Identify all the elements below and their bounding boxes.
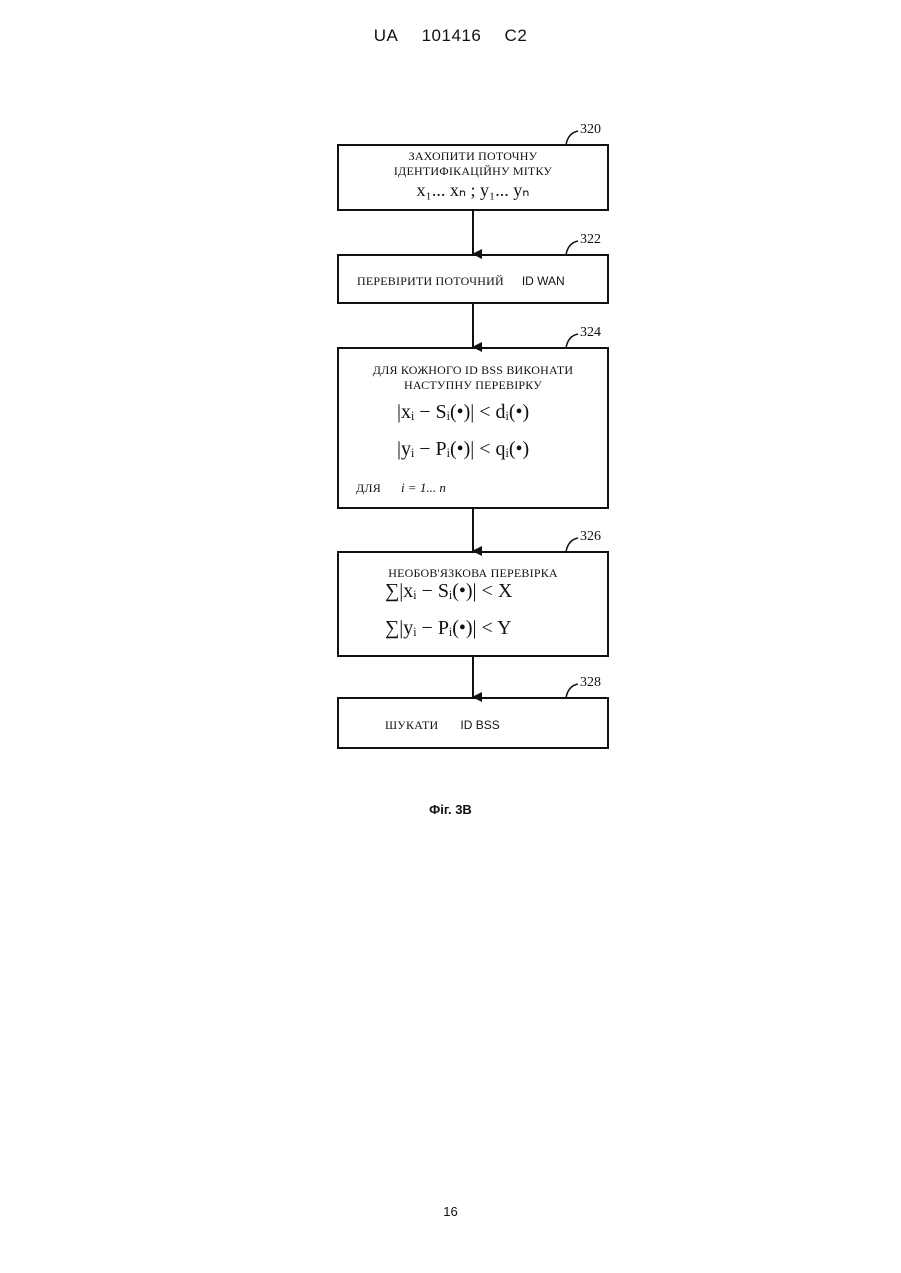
- ref-leader-326: [566, 538, 578, 552]
- step-324-range: i = 1... n: [401, 480, 446, 495]
- step-328-id: ID BSS: [460, 718, 499, 732]
- ref-324: 324: [580, 325, 601, 341]
- step-324-formula1: |xᵢ − Sᵢ(•)| < dᵢ(•): [397, 401, 529, 424]
- page-number: 16: [0, 1204, 901, 1219]
- step-326-formula2: ∑|yᵢ − Pᵢ(•)| < Y: [385, 617, 512, 640]
- step-320-line1: ЗАХОПИТИ ПОТОЧНУ: [338, 149, 608, 164]
- step-322-text: ПЕРЕВІРИТИ ПОТОЧНИЙ: [357, 274, 504, 288]
- ref-leader-324: [566, 334, 578, 348]
- step-324-for-label: ДЛЯ: [356, 481, 381, 495]
- step-324-range-row: ДЛЯ i = 1... n: [356, 479, 446, 497]
- step-324-line2: НАСТУПНУ ПЕРЕВІРКУ: [338, 378, 608, 393]
- step-320-formula: x₁... xₙ ; y₁... yₙ: [338, 180, 608, 201]
- step-328-label: ШУКАТИ ID BSS: [385, 716, 500, 734]
- ref-leader-320: [566, 131, 578, 145]
- step-320-line2: ІДЕНТИФІКАЦІЙНУ МІТКУ: [338, 164, 608, 179]
- step-328-text: ШУКАТИ: [385, 718, 438, 732]
- step-324-line1: ДЛЯ КОЖНОГО ID BSS ВИКОНАТИ: [338, 363, 608, 378]
- step-324-formula2: |yᵢ − Pᵢ(•)| < qᵢ(•): [397, 438, 529, 461]
- step-322-label: ПЕРЕВІРИТИ ПОТОЧНИЙ ID WAN: [357, 272, 565, 290]
- step-326-line1: НЕОБОВ'ЯЗКОВА ПЕРЕВІРКА: [338, 566, 608, 581]
- ref-leader-328: [566, 684, 578, 698]
- ref-322: 322: [580, 232, 601, 248]
- ref-326: 326: [580, 529, 601, 545]
- ref-320: 320: [580, 122, 601, 138]
- ref-leader-322: [566, 241, 578, 255]
- ref-328: 328: [580, 675, 601, 691]
- figure-caption: Фіг. 3B: [0, 802, 901, 817]
- step-326-formula1: ∑|xᵢ − Sᵢ(•)| < X: [385, 580, 512, 603]
- step-322-id: ID WAN: [522, 274, 565, 288]
